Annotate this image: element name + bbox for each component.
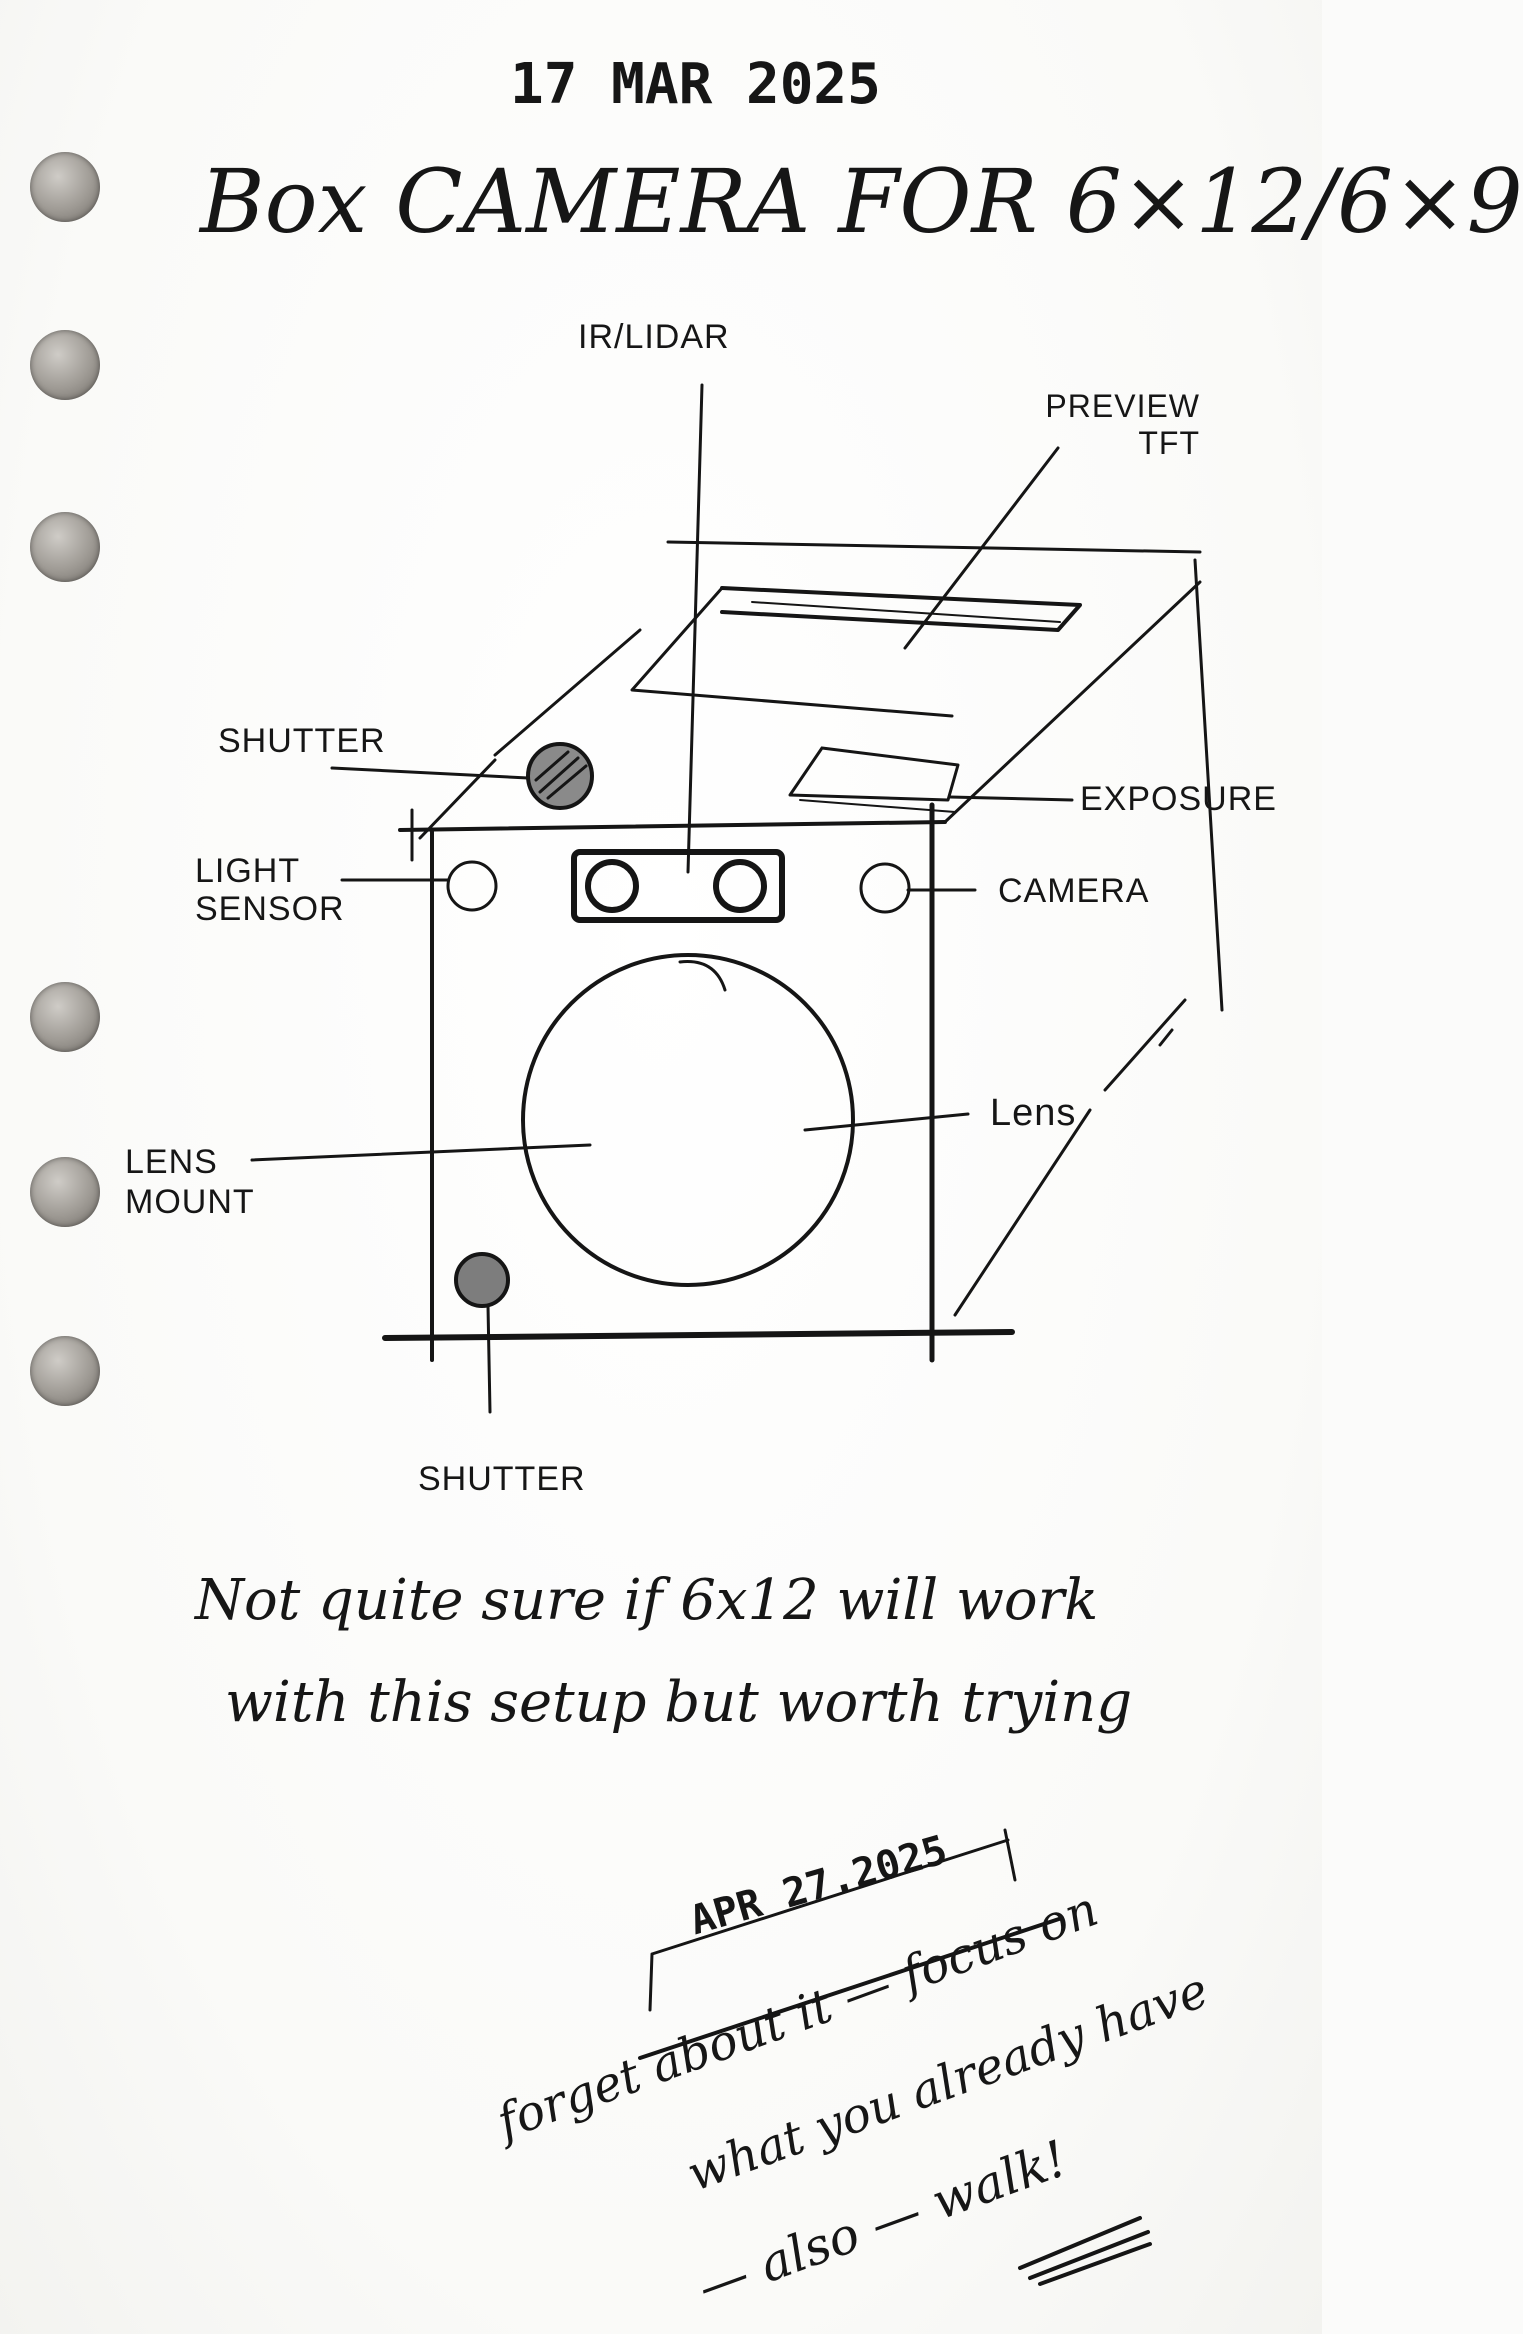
bottom-right-edge — [953, 998, 1187, 1317]
label-preview-tft: PREVIEW TFT — [1045, 388, 1200, 461]
top-right-edge — [943, 580, 1202, 824]
ir-lidar-left-eye — [585, 859, 639, 913]
top-left-edge — [493, 628, 642, 757]
lens-mount-circle — [521, 953, 855, 1287]
back-right-edge — [1193, 558, 1224, 1012]
label-light-sensor: LIGHT SENSOR — [195, 852, 345, 928]
lens-highlight — [678, 960, 727, 992]
ir-lidar-right-eye — [713, 859, 767, 913]
camera-sensor — [859, 862, 911, 914]
light-sensor — [446, 860, 498, 912]
binder-hole — [30, 1157, 100, 1227]
exposure-control-base — [799, 799, 956, 813]
front-top-edge — [398, 820, 947, 832]
label-exposure: EXPOSURE — [1080, 780, 1277, 818]
shutter-button-hatch — [534, 750, 588, 800]
binder-hole — [30, 512, 100, 582]
note-line-1: Not quite sure if 6x12 will work — [195, 1568, 1099, 1633]
top-back-edge — [666, 540, 1202, 554]
leader-lens-mount — [250, 1143, 592, 1162]
binder-hole — [30, 152, 100, 222]
camera-sketch — [250, 383, 1224, 2286]
label-ir-lidar: IR/LIDAR — [578, 318, 730, 356]
top-left-edge-lower — [418, 758, 497, 840]
label-camera: CAMERA — [998, 872, 1150, 910]
leader-exposure — [948, 795, 1074, 802]
preview-screen-top — [720, 586, 1082, 632]
label-shutter-top: SHUTTER — [218, 722, 386, 760]
binder-hole — [30, 330, 100, 400]
label-lens-mount: LENS MOUNT — [125, 1143, 255, 1221]
leader-preview-tft — [903, 446, 1060, 650]
followup-bracket — [648, 1828, 1017, 2012]
exposure-control — [788, 746, 960, 802]
ir-lidar-module — [571, 849, 785, 923]
leader-lens — [803, 1112, 970, 1132]
leader-ir-lidar — [686, 383, 704, 874]
leader-shutter-bottom — [486, 1304, 492, 1414]
label-shutter-bottom: SHUTTER — [418, 1460, 586, 1498]
walk-emphasis-strikes — [1018, 2216, 1152, 2286]
shutter-button-bottom — [454, 1252, 510, 1308]
page-date: 17 MAR 2025 — [510, 52, 881, 117]
page-title: Box CAMERA FOR 6×12/6×9 — [200, 150, 1523, 253]
followup-underline — [638, 1916, 1064, 2060]
binder-hole — [30, 982, 100, 1052]
binder-hole — [30, 1336, 100, 1406]
preview-screen-outline — [630, 586, 954, 718]
preview-screen-hatch — [751, 601, 1061, 623]
leader-shutter-top — [330, 766, 530, 780]
front-bottom-edge — [382, 1329, 1015, 1341]
note-line-2: with this setup but worth trying — [225, 1670, 1133, 1735]
label-lens: Lens — [990, 1092, 1077, 1134]
